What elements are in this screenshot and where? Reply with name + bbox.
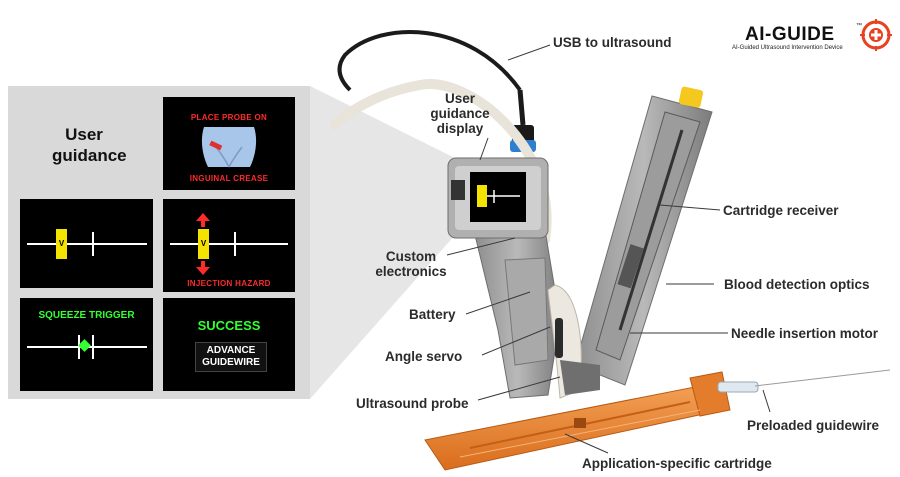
label-usb: USB to ultrasound — [553, 35, 672, 50]
logo-wordmark: AI-GUIDE — [745, 24, 835, 45]
guidewire — [754, 369, 891, 387]
display-housing — [447, 157, 549, 239]
cartridge — [424, 371, 759, 471]
label-battery: Battery — [409, 307, 456, 322]
advance-guidewire-text: ADVANCE GUIDEWIRE — [195, 342, 267, 372]
place-probe-text: PLACE PROBE ON — [190, 113, 268, 122]
label-custom-electronics: Custom electronics — [375, 249, 447, 279]
label-blood-detection: Blood detection optics — [724, 277, 870, 292]
label-needle-motor: Needle insertion motor — [731, 326, 879, 341]
tile-align-needle: V — [20, 199, 153, 288]
needle-marker-hazard: V — [198, 229, 209, 259]
squeeze-trigger-text: SQUEEZE TRIGGER — [38, 310, 135, 321]
needle-unit — [574, 86, 713, 386]
trigger-button — [678, 86, 704, 108]
torso-icon — [201, 127, 257, 168]
hazard-arrow-down-icon — [196, 261, 210, 275]
injection-hazard-text: INJECTION HAZARD — [187, 279, 271, 288]
tile-place-probe: PLACE PROBE ON INGUINAL CREASE — [163, 97, 295, 190]
tile-injection-hazard: V INJECTION HAZARD — [163, 199, 295, 292]
target-diamond-icon — [78, 339, 91, 352]
success-text: SUCCESS — [197, 318, 261, 333]
logo-crosshair-icon — [860, 19, 892, 51]
hazard-arrow-up-icon — [196, 213, 210, 227]
label-angle-servo: Angle servo — [385, 349, 463, 364]
usb-cable — [337, 30, 522, 92]
tile-success: SUCCESS ADVANCE GUIDEWIRE — [163, 298, 295, 391]
label-preloaded-guidewire: Preloaded guidewire — [747, 418, 880, 433]
label-cartridge-receiver: Cartridge receiver — [723, 203, 839, 218]
tile-squeeze-trigger: SQUEEZE TRIGGER — [20, 298, 153, 391]
label-ultrasound-probe: Ultrasound probe — [356, 396, 469, 411]
needle-marker: V — [56, 229, 67, 259]
label-cartridge: Application-specific cartridge — [582, 456, 772, 471]
guidance-panel-title: User guidance — [52, 125, 127, 165]
inguinal-crease-text: INGUINAL CREASE — [189, 174, 269, 183]
logo-tagline: AI-Guided Ultrasound Intervention Device — [732, 45, 843, 51]
zoom-wedge — [310, 86, 455, 399]
label-display: User guidance display — [430, 91, 490, 136]
logo-trademark: ™ — [856, 23, 862, 29]
device-handle — [474, 229, 600, 399]
